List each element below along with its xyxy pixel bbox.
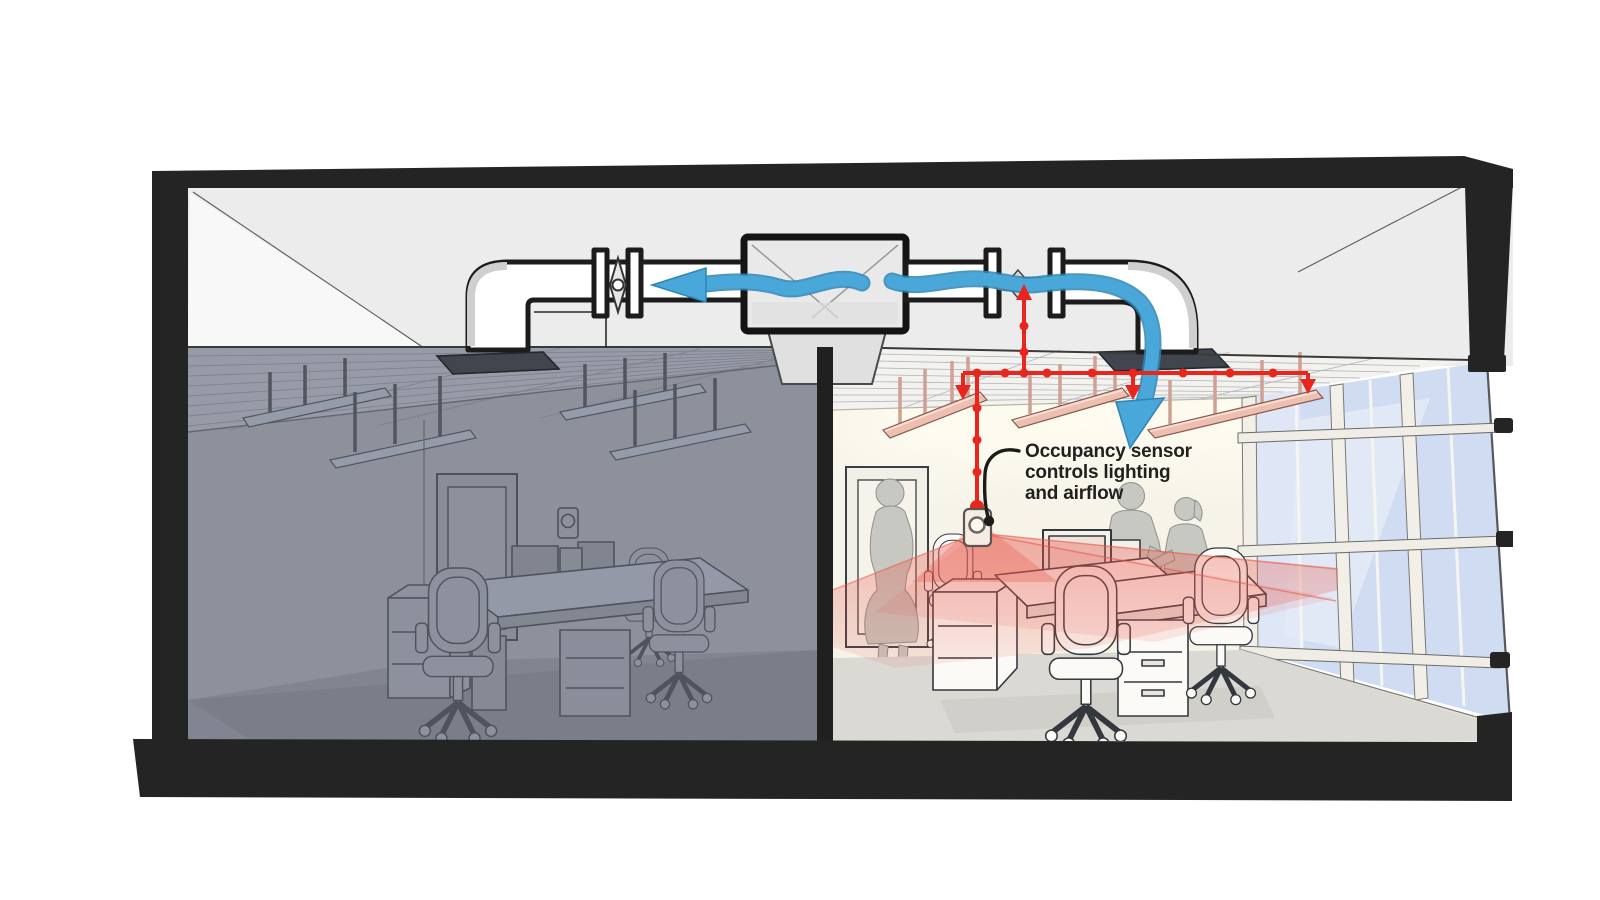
duct-shading (467, 262, 508, 346)
left-room-furniture (387, 541, 749, 744)
pane-divider (1446, 367, 1466, 707)
frame-corner-anchor (1477, 712, 1512, 742)
annotation-label: Occupancy sensor controls lighting and a… (1025, 441, 1197, 504)
damper-pivot (611, 278, 625, 292)
wire-arrow-to-light (955, 385, 971, 400)
wire-arrow-to-light (1125, 385, 1141, 400)
left-room-light-fixtures (242, 353, 753, 469)
airflow-arrowhead-left (649, 266, 707, 304)
plenum-left-shade (188, 193, 424, 348)
frame-left-wall (152, 173, 188, 741)
building-frame (133, 156, 1513, 801)
plenum-right-crease (1297, 186, 1463, 273)
airflow-arrowhead-down (1115, 397, 1166, 450)
airflow-down-into-room (883, 270, 1166, 450)
sensor-lens (968, 516, 986, 534)
left-room-unoccupied (188, 347, 817, 744)
annotation: Occupancy sensor controls lighting and a… (982, 441, 1197, 527)
sensor-detection-cone (833, 530, 1338, 668)
airflow-left-blocked (649, 266, 871, 304)
partition-wall (817, 347, 833, 741)
frame-top-beam (152, 156, 1513, 190)
right-room-occupied (833, 347, 1513, 741)
linear-pendant-light (1146, 389, 1325, 439)
window-rails (1237, 418, 1513, 669)
wire-arrow-to-damper (1016, 284, 1032, 300)
window-mullion (1399, 372, 1429, 701)
linear-pendant-light (881, 391, 989, 439)
left-diffuser-cap (435, 351, 561, 375)
annotation-leader-line (982, 448, 1021, 519)
left-room-dim-overlay (188, 347, 817, 741)
duct-shading (1127, 262, 1197, 348)
left-room-wall-sensor (557, 507, 579, 539)
annotation-leader-dot (983, 515, 995, 527)
left-room-monitors (511, 541, 615, 599)
frame-floor-slab (133, 739, 1512, 801)
frame-right-band (1465, 180, 1513, 360)
damper-left-closed (591, 247, 644, 319)
plenum-left-crease (192, 191, 425, 349)
linear-pendant-light (1010, 387, 1131, 429)
wire-arrow-to-light (1300, 379, 1316, 394)
sensor-control-wiring (955, 284, 1316, 514)
frame-right-block (1468, 355, 1506, 372)
occupancy-sensor (962, 507, 993, 548)
